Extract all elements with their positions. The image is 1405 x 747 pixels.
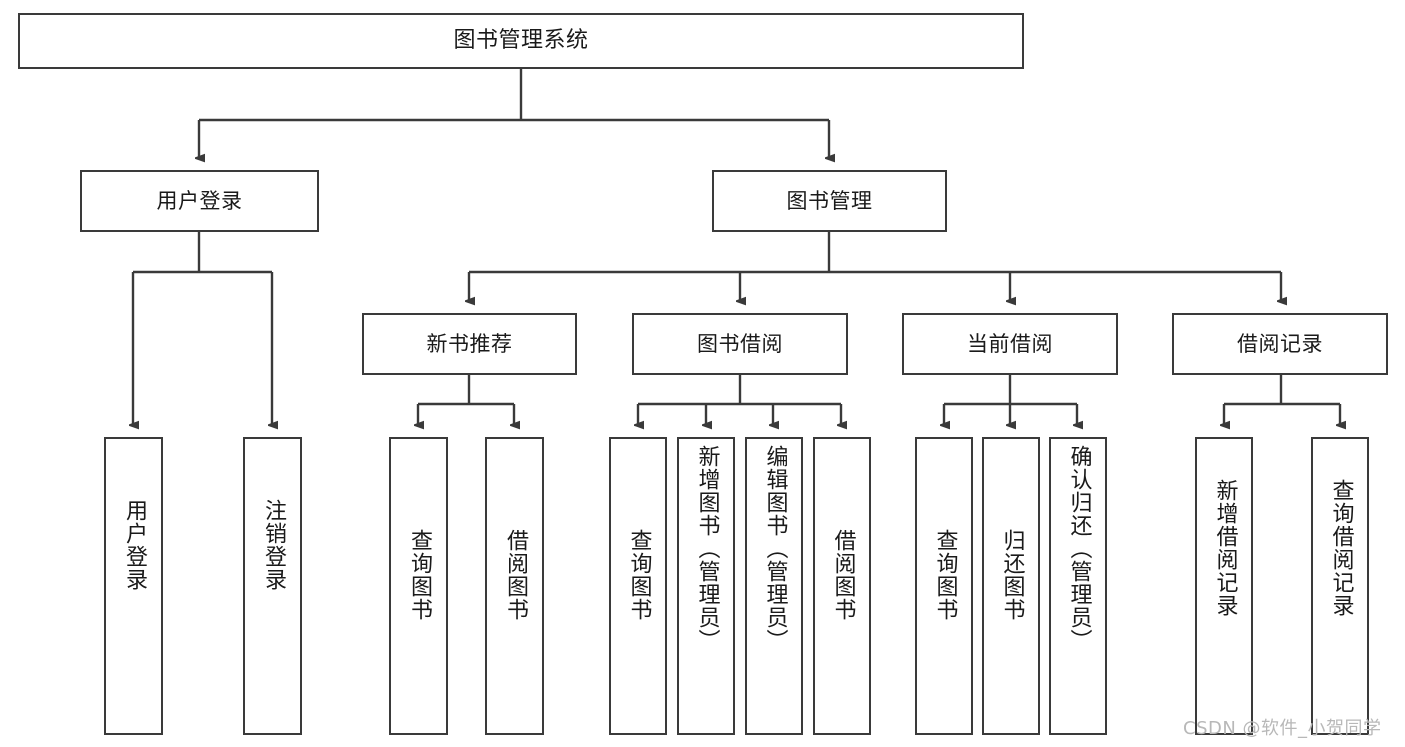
node-user-login-label: 用户登录 [156, 188, 243, 213]
leaf-query-book-1-label: 查询图书 [406, 529, 432, 621]
csdn-watermark: CSDN @软件_小贺同学 [1183, 718, 1382, 739]
leaf-borrow-book-2-label: 借阅图书 [830, 529, 856, 621]
leaf-logout[interactable]: 注销登录 [243, 437, 302, 735]
leaf-confirm-return-admin-label: 确认归还（管理员） [1066, 445, 1092, 652]
node-book-management-label: 图书管理 [786, 188, 873, 213]
leaf-query-book-2-label: 查询图书 [626, 529, 652, 621]
leaf-edit-book-admin-label: 编辑图书（管理员） [762, 445, 788, 652]
leaf-edit-book-admin[interactable]: 编辑图书（管理员） [745, 437, 803, 735]
node-root-label: 图书管理系统 [453, 28, 589, 54]
leaf-query-borrow-record[interactable]: 查询借阅记录 [1311, 437, 1369, 735]
node-user-login[interactable]: 用户登录 [80, 170, 319, 232]
node-book-management[interactable]: 图书管理 [712, 170, 947, 232]
leaf-borrow-book-1[interactable]: 借阅图书 [485, 437, 544, 735]
node-book-borrow[interactable]: 图书借阅 [632, 313, 848, 375]
leaf-add-borrow-record[interactable]: 新增借阅记录 [1195, 437, 1253, 735]
leaf-return-book[interactable]: 归还图书 [982, 437, 1040, 735]
leaf-query-book-2[interactable]: 查询图书 [609, 437, 667, 735]
node-book-borrow-label: 图书借阅 [697, 331, 783, 356]
leaf-borrow-book-2[interactable]: 借阅图书 [813, 437, 871, 735]
leaf-confirm-return-admin[interactable]: 确认归还（管理员） [1049, 437, 1107, 735]
leaf-logout-label: 注销登录 [260, 499, 286, 591]
leaf-user-login-label: 用户登录 [121, 499, 147, 591]
leaf-add-borrow-record-label: 新增借阅记录 [1212, 479, 1238, 617]
node-borrow-records[interactable]: 借阅记录 [1172, 313, 1388, 375]
node-new-book-recommend[interactable]: 新书推荐 [362, 313, 577, 375]
node-current-borrow[interactable]: 当前借阅 [902, 313, 1118, 375]
node-new-book-recommend-label: 新书推荐 [426, 331, 513, 356]
leaf-query-book-1[interactable]: 查询图书 [389, 437, 448, 735]
node-root[interactable]: 图书管理系统 [18, 13, 1024, 69]
leaf-add-book-admin[interactable]: 新增图书（管理员） [677, 437, 735, 735]
node-current-borrow-label: 当前借阅 [967, 331, 1053, 356]
leaf-query-book-3[interactable]: 查询图书 [915, 437, 973, 735]
leaf-query-borrow-record-label: 查询借阅记录 [1328, 479, 1354, 617]
leaf-return-book-label: 归还图书 [999, 529, 1025, 621]
leaf-add-book-admin-label: 新增图书（管理员） [694, 445, 720, 652]
leaf-user-login[interactable]: 用户登录 [104, 437, 163, 735]
node-borrow-records-label: 借阅记录 [1237, 331, 1323, 356]
leaf-query-book-3-label: 查询图书 [932, 529, 958, 621]
leaf-borrow-book-1-label: 借阅图书 [502, 529, 528, 621]
